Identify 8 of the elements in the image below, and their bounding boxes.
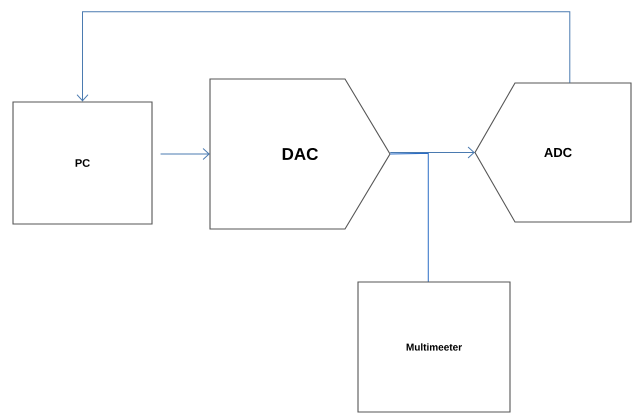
arrow [160,148,210,160]
converter-block: DAC [209,78,391,230]
process-box: Multimeeter [357,281,511,413]
process-box: PC [12,101,153,225]
arrow [390,146,475,158]
converter-block: ADC [474,82,632,223]
connector-line [390,152,429,282]
arrow [76,11,570,102]
